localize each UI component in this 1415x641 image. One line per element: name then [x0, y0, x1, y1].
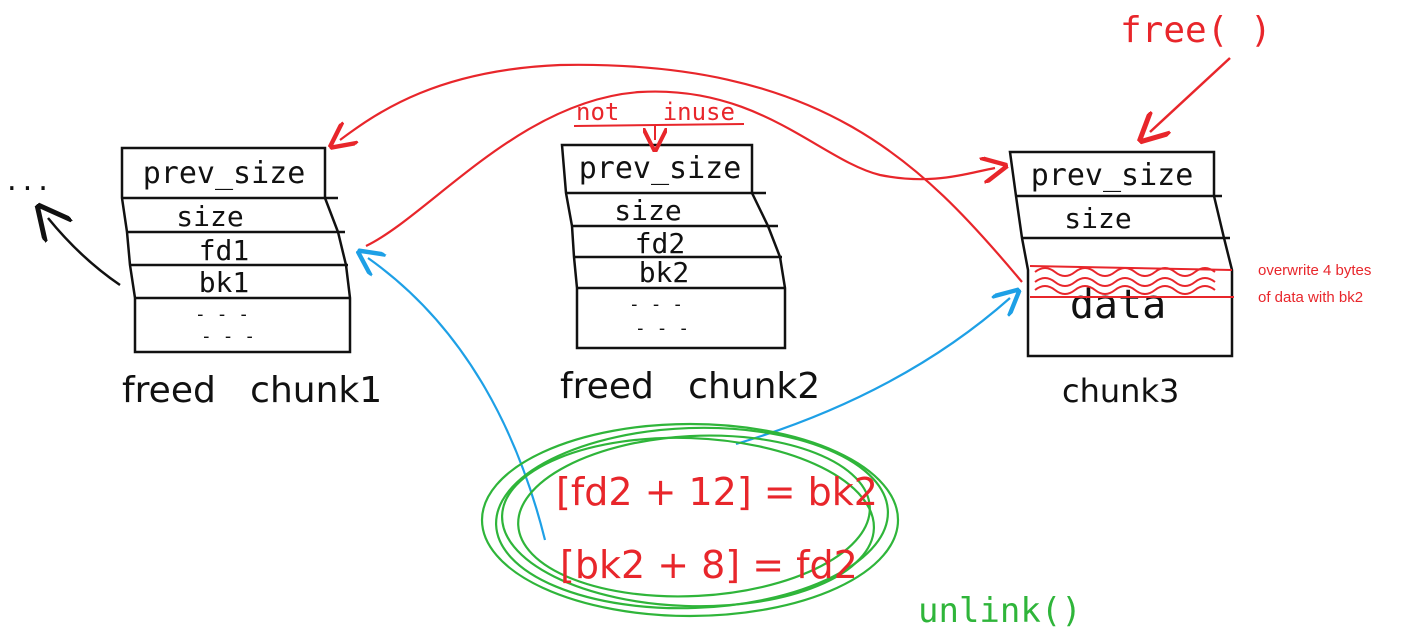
previous-chunks-ellipsis: ...: [4, 167, 51, 197]
overwrite-scribble: [1029, 265, 1234, 298]
back-link-arrow: [48, 218, 121, 287]
not-inuse-label: not inuse: [576, 98, 735, 126]
free-arrow: [1150, 57, 1231, 132]
chunk3-field-prev-size: prev_size: [1031, 158, 1194, 193]
chunk1-field-fd: fd1: [199, 234, 250, 267]
equation1-to-chunk3-data-arrow: [735, 298, 1010, 446]
chunk3-caption: chunk3: [1062, 372, 1179, 410]
chunk3-outline: [1008, 150, 1234, 358]
chunk2-field-more: - - -: [635, 318, 689, 339]
chunk2-field-more: - - -: [629, 294, 683, 315]
chunk3: [1008, 150, 1234, 358]
chunk2-field-bk: bk2: [639, 256, 690, 289]
chunk3-field-size: size: [1064, 202, 1131, 235]
chunk1: [120, 146, 352, 354]
chunk1-field-more: - - -: [195, 304, 249, 325]
unlink-equation-1: [fd2 + 12] = bk2: [556, 470, 878, 514]
chunk1-field-bk: bk1: [199, 266, 250, 299]
chunk2-field-prev-size: prev_size: [579, 151, 742, 186]
chunk1-field-prev-size: prev_size: [143, 156, 306, 191]
chunk3-to-chunk1-arrow: [340, 63, 1023, 283]
chunk1-caption: freed chunk1: [122, 370, 382, 411]
chunk1-field-size: size: [176, 200, 243, 233]
chunk3-field-data: data: [1070, 282, 1166, 328]
chunk2-field-fd: fd2: [635, 227, 686, 260]
not-inuse-underline: [573, 123, 745, 127]
chunk2-field-size: size: [614, 194, 681, 227]
free-call-label: free( ): [1120, 10, 1272, 51]
chunk1-to-chunk3-arrow: [365, 90, 995, 247]
chunk2: [560, 143, 787, 350]
chunk2-caption: freed chunk2: [560, 366, 820, 407]
unlink-call-label: unlink(): [918, 591, 1082, 631]
equation2-to-fd1-arrow: [368, 258, 547, 541]
unlink-equation-2: [bk2 + 8] = fd2: [560, 543, 858, 587]
unlink-circle: [480, 422, 900, 618]
chunk1-field-more: - - -: [201, 326, 255, 347]
overwrite-note-line2: of data with bk2: [1258, 289, 1363, 306]
overwrite-note-line1: overwrite 4 bytes: [1258, 262, 1371, 279]
